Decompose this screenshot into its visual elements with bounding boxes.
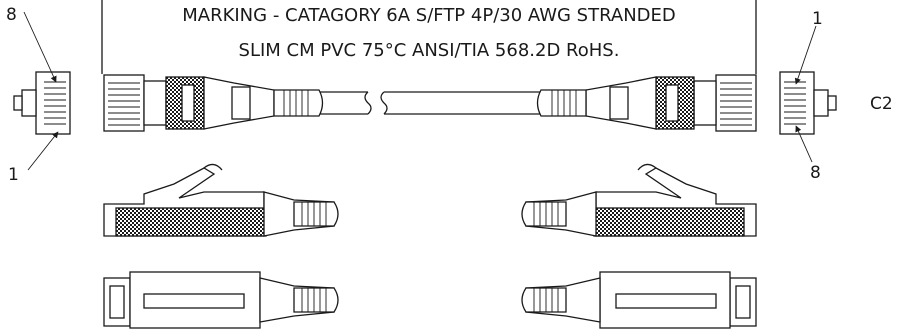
left-plug-top-view: [103, 271, 339, 329]
cable: [320, 91, 540, 115]
right-pin-bottom-label: 8: [810, 163, 821, 183]
right-plug: [536, 74, 757, 132]
left-plug: [103, 74, 324, 132]
marking-line-2: SLIM CM PVC 75°C ANSI/TIA 568.2D RoHS.: [239, 40, 620, 61]
left-plug-side-view: [103, 163, 339, 237]
left-plug-end-view: [13, 71, 71, 135]
right-plug-top-view: [521, 271, 757, 329]
left-pin-bottom-label: 1: [8, 165, 19, 185]
marking-bracket: [101, 0, 757, 74]
marking-line-1: MARKING - CATAGORY 6A S/FTP 4P/30 AWG ST…: [182, 5, 676, 26]
right-connector-ref: C2: [870, 94, 893, 114]
right-pin-callouts: [794, 25, 817, 163]
left-pin-callouts: [23, 11, 59, 171]
right-plug-side-view: [521, 163, 757, 237]
right-plug-end-view: [779, 71, 837, 135]
left-pin-top-label: 8: [6, 5, 17, 25]
right-pin-top-label: 1: [812, 9, 823, 29]
